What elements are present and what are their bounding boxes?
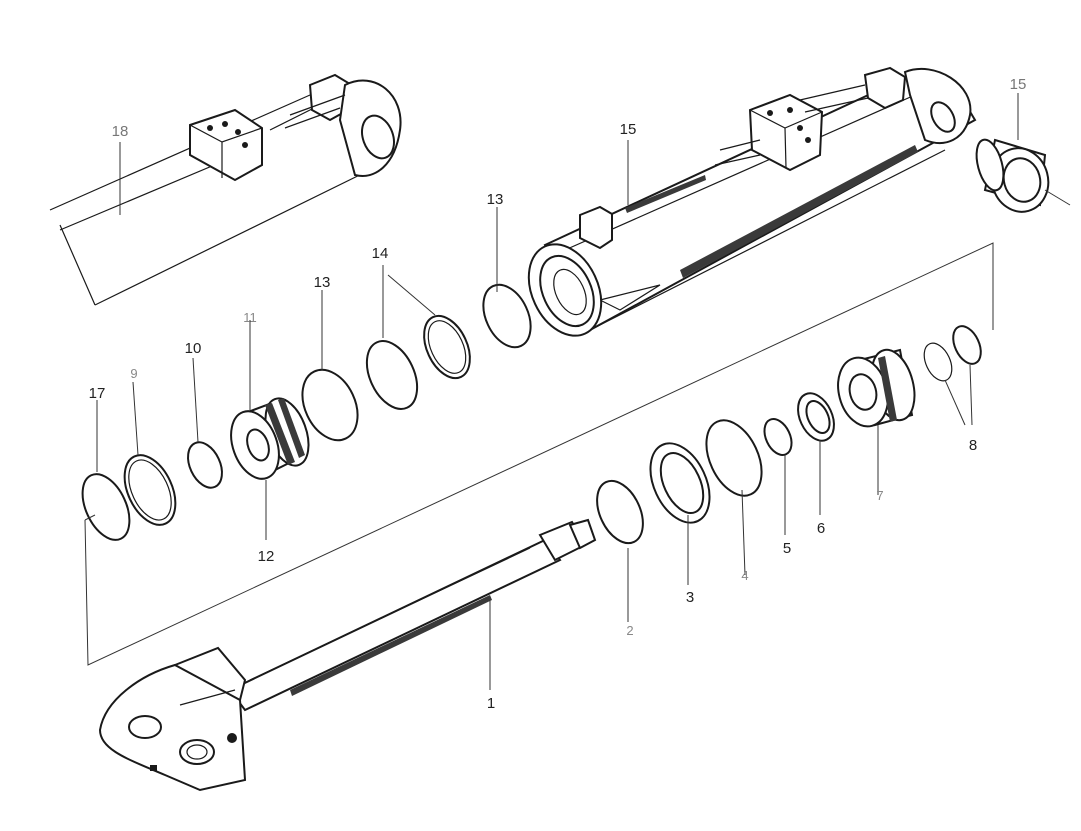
part-14-ring-a xyxy=(365,340,419,410)
callout-17: 17 xyxy=(89,385,106,402)
part-10-ring xyxy=(187,441,223,489)
callout-10: 10 xyxy=(185,340,202,357)
callout-6: 6 xyxy=(817,520,825,537)
callout-5: 5 xyxy=(783,540,791,557)
part-8-rings xyxy=(923,325,982,382)
part-5-ring xyxy=(763,418,793,456)
part-13-ring-right xyxy=(482,283,532,349)
callout-9: 9 xyxy=(130,366,137,381)
callout-labels: 18 15 15 13 14 13 11 10 9 17 12 1 2 3 4 … xyxy=(89,76,1027,712)
part-2-ring xyxy=(596,479,644,545)
callout-4: 4 xyxy=(741,568,748,583)
callout-15-bushing: 15 xyxy=(1010,76,1027,93)
part-14-ring-b xyxy=(423,314,471,380)
callout-3: 3 xyxy=(686,589,694,606)
part-15-cylinder-barrel xyxy=(527,66,977,337)
part-1-piston-rod xyxy=(98,518,597,792)
part-9-ring xyxy=(123,454,177,526)
callout-7: 7 xyxy=(876,488,883,503)
callout-13-right: 13 xyxy=(487,191,504,208)
part-7-gland xyxy=(837,348,916,428)
callout-15-barrel: 15 xyxy=(620,121,637,138)
callout-18: 18 xyxy=(112,123,129,140)
part-3-ring xyxy=(649,442,711,524)
callout-2: 2 xyxy=(626,623,633,638)
callout-1: 1 xyxy=(487,695,495,712)
assembly-guide-lines xyxy=(84,242,994,666)
callout-14: 14 xyxy=(372,245,389,262)
callout-leaders xyxy=(96,93,1019,690)
part-17-ring xyxy=(81,473,131,541)
part-13-ring-left xyxy=(301,368,359,442)
part-11-piston xyxy=(230,397,310,480)
callout-11: 11 xyxy=(243,310,257,325)
part-6-ring xyxy=(797,392,835,442)
part-4-ring xyxy=(705,419,763,497)
part-16-bushing xyxy=(975,138,1071,213)
callout-8: 8 xyxy=(969,437,977,454)
callout-13-left: 13 xyxy=(314,274,331,291)
callout-12: 12 xyxy=(258,548,275,565)
part-18-alternate-barrel xyxy=(49,73,402,306)
